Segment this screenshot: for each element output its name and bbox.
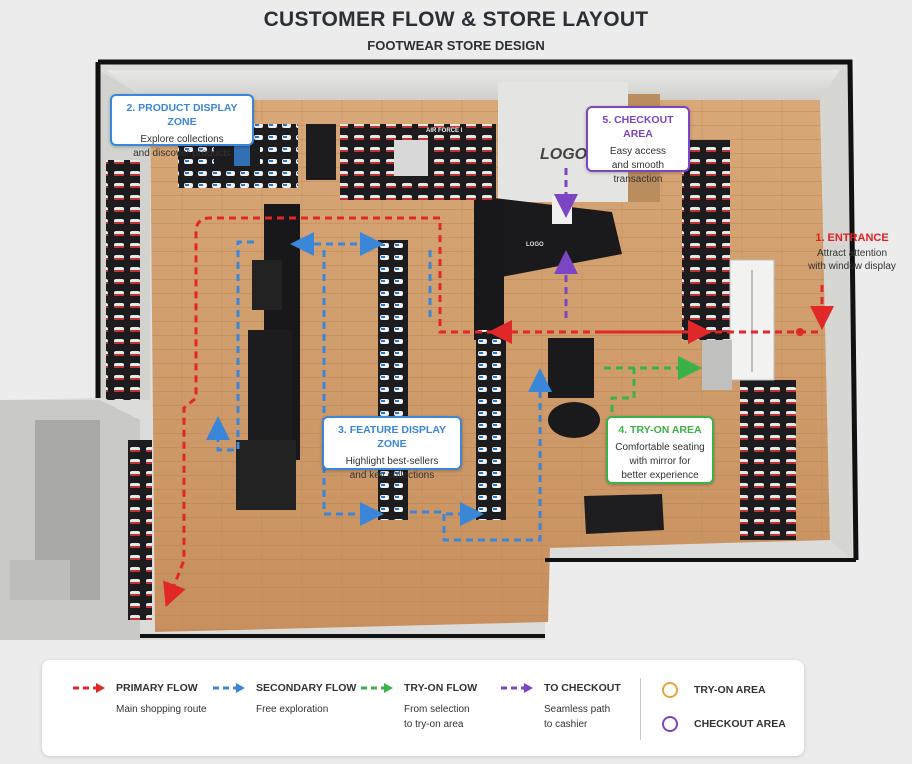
try-on-mirror xyxy=(548,338,594,398)
zone-entrance-title: 1. ENTRANCE xyxy=(815,232,889,244)
center-gondola xyxy=(378,240,408,520)
try-on-flow-route xyxy=(604,356,702,412)
air-force-sign: AIR FORCE I xyxy=(426,128,463,134)
try-on-area-circle-icon xyxy=(662,682,678,698)
zone-feature-display-description: Highlight best-sellers and key collectio… xyxy=(345,456,439,481)
zone-try-on-description: Comfortable seating with mirror for bett… xyxy=(615,442,705,481)
secondary-flow-arrow-icon xyxy=(213,683,245,693)
round-display-table xyxy=(548,402,600,438)
display-column-right-lower xyxy=(476,330,506,520)
back-wall xyxy=(106,70,840,100)
storage-shelf xyxy=(128,440,152,620)
right-wall xyxy=(820,70,852,560)
zone-checkout-description: Easy access and smooth transaction xyxy=(609,146,667,185)
checkout-monitor xyxy=(552,196,572,224)
zone-try-on-callout: 4. TRY-ON AREA Comfortable seating with … xyxy=(606,416,714,484)
zone-product-display-title: 2. PRODUCT DISPLAY ZONE xyxy=(126,102,238,128)
try-on-flow-arrow-icon xyxy=(361,683,393,693)
checkout-flow-arrow-icon xyxy=(501,683,533,693)
zone-feature-display-title: 3. FEATURE DISPLAY ZONE xyxy=(338,424,446,450)
legend-primary-flow-description: Main shopping route xyxy=(116,704,207,715)
zone-checkout-title: 5. CHECKOUT AREA xyxy=(602,114,674,140)
checkout-area-circle-icon xyxy=(662,716,678,732)
zone-entrance-callout: 1. ENTRANCE Attract attention with windo… xyxy=(794,232,910,273)
legend-secondary-flow-description: Free exploration xyxy=(256,704,329,715)
zone-checkout-callout: 5. CHECKOUT AREA Easy access and smooth … xyxy=(586,106,690,185)
legend-to-checkout-description: Seamless path to cashier xyxy=(544,704,611,730)
counter-logo: LOGO xyxy=(526,242,544,248)
zone-product-display-description: Explore collections and discover product… xyxy=(133,134,231,159)
legend-area-try-on-label: TRY-ON AREA xyxy=(694,684,766,696)
legend-area-checkout-label: CHECKOUT AREA xyxy=(694,718,786,730)
legend-panel: PRIMARY FLOW Main shopping route SECONDA… xyxy=(42,660,804,756)
right-wall-shelf-upper xyxy=(682,140,730,340)
legend-divider xyxy=(640,678,641,740)
checkout-counter xyxy=(494,198,622,278)
secondary-flow-route xyxy=(206,232,552,542)
legend-try-on-flow-title: TRY-ON FLOW xyxy=(404,682,478,694)
legend-primary-flow-title: PRIMARY FLOW xyxy=(116,682,198,694)
page-subtitle: FOOTWEAR STORE DESIGN xyxy=(367,38,545,53)
zone-try-on-title: 4. TRY-ON AREA xyxy=(618,424,702,436)
entrance-marker xyxy=(796,328,804,336)
primary-flow-route xyxy=(163,216,834,608)
display-column-right xyxy=(474,200,504,340)
zone-product-display-callout: 2. PRODUCT DISPLAY ZONE Explore collecti… xyxy=(110,94,254,159)
try-on-bench xyxy=(584,494,664,534)
zone-feature-display-callout: 3. FEATURE DISPLAY ZONE Highlight best-s… xyxy=(322,416,462,481)
page-title: CUSTOMER FLOW & STORE LAYOUT xyxy=(263,8,649,31)
left-wall-shelf xyxy=(106,160,140,400)
zone-entrance-description: Attract attention with window display xyxy=(808,248,896,272)
wall-logo: LOGO xyxy=(540,146,588,163)
entrance-pedestal xyxy=(702,340,732,390)
primary-flow-arrow-icon xyxy=(73,683,105,693)
legend-secondary-flow-title: SECONDARY FLOW xyxy=(256,682,357,694)
legend-to-checkout-title: TO CHECKOUT xyxy=(544,682,621,694)
legend-try-on-flow-description: From selection to try-on area xyxy=(404,704,470,730)
right-wall-shelf-lower xyxy=(740,380,796,540)
